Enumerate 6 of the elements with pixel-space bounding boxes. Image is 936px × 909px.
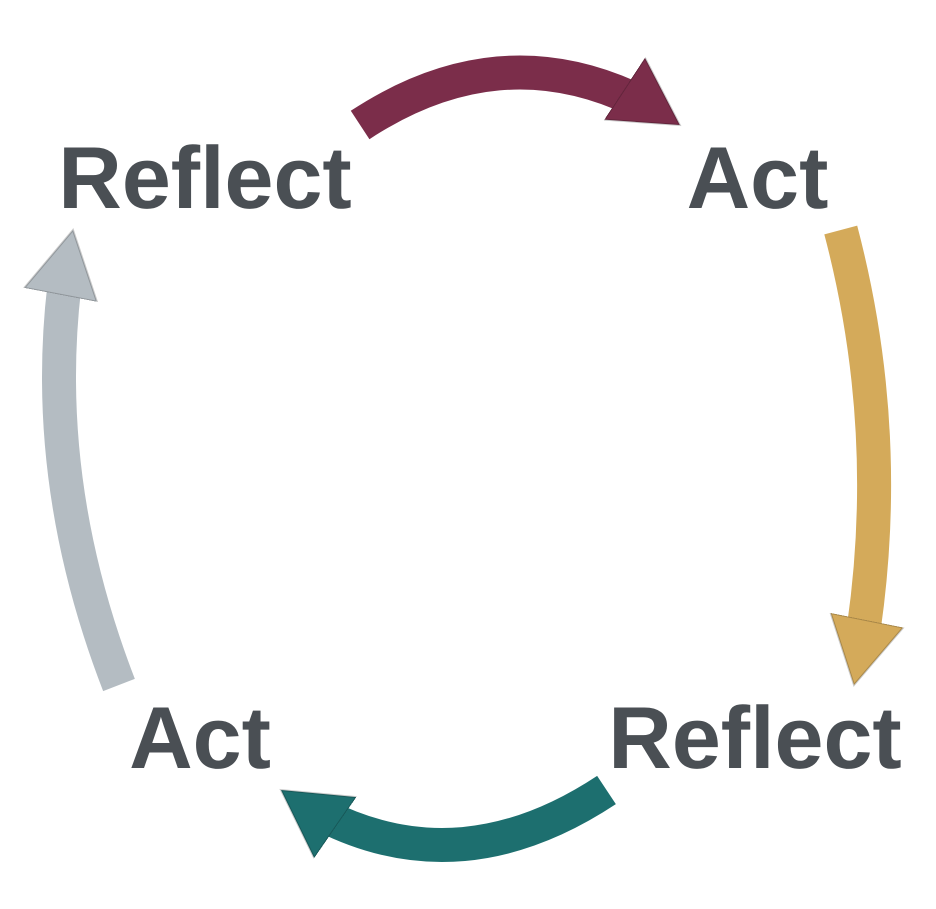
curved-arrow — [24, 227, 135, 691]
stage-label: Act — [686, 126, 828, 228]
stage-label: Reflect — [58, 126, 352, 228]
stage-label: Reflect — [608, 686, 902, 788]
stage-label: Act — [129, 686, 271, 788]
curved-arrow — [824, 226, 904, 688]
